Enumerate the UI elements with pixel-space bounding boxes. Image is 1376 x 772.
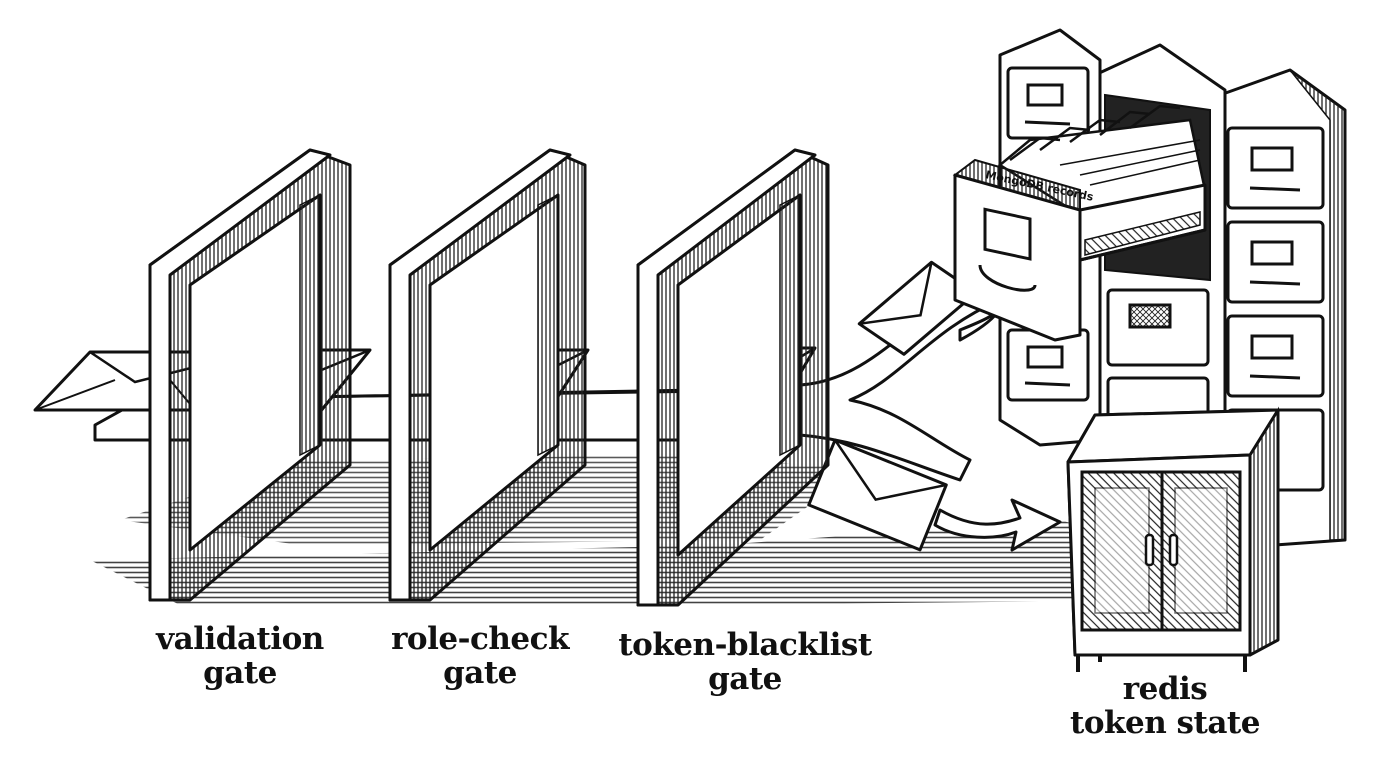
label-line: redis	[1122, 671, 1208, 707]
label-line: gate	[708, 661, 782, 697]
label-line: token-blacklist	[618, 627, 872, 663]
filing-cabinets: MongoDB records	[952, 28, 1347, 547]
token-blacklist-gate-label: token-blacklist gate	[610, 628, 880, 696]
label-line: token state	[1070, 705, 1260, 741]
redis-cabinet	[1066, 406, 1280, 672]
label-line: gate	[203, 655, 277, 691]
validation-gate-label: validation gate	[135, 622, 345, 690]
label-line: gate	[443, 655, 517, 691]
label-line: validation	[156, 621, 324, 657]
label-line: role-check	[391, 621, 569, 657]
role-check-gate	[388, 148, 587, 602]
redis-token-state-label: redis token state	[1050, 672, 1280, 740]
validation-gate	[148, 148, 352, 602]
arrow-to-redis	[933, 498, 1062, 552]
token-blacklist-gate	[636, 148, 830, 607]
role-check-gate-label: role-check gate	[375, 622, 585, 690]
envelope	[807, 438, 948, 552]
